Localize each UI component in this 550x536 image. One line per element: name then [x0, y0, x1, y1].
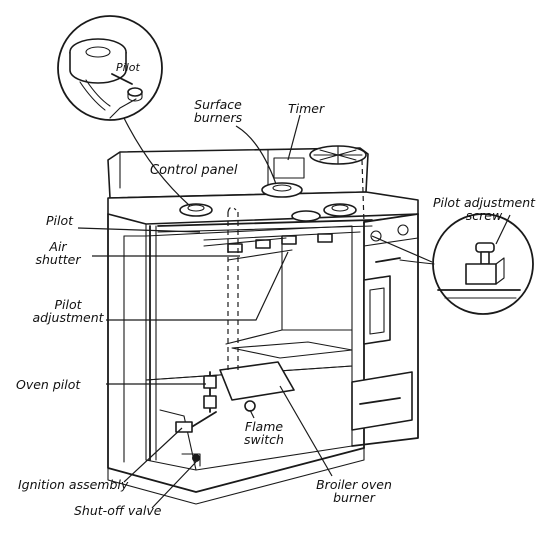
label-shut-off-valve: Shut-off valve	[74, 503, 162, 518]
label-pilot-adjustment-screw: Pilot adjustment screw	[426, 196, 542, 222]
label-pilot-adjustment-line1: Pilot	[54, 297, 82, 312]
label-pilot-adjustment-screw-line1: Pilot adjustment	[432, 195, 536, 210]
label-pilot: Pilot	[46, 213, 74, 228]
gas-manifold	[149, 219, 373, 461]
label-broiler-oven-burner: Broiler oven burner	[302, 478, 406, 504]
pilot-inset-detail	[57, 15, 163, 121]
label-pilot-adjustment-line2: adjustment	[32, 310, 104, 325]
broiler-oven-burner	[175, 361, 295, 467]
label-flame-switch-line1: Flame	[244, 419, 284, 434]
label-air-shutter-line2: shutter	[35, 252, 81, 267]
hidden-lines	[227, 159, 365, 372]
pilot-adjustment-screw-inset	[399, 213, 534, 315]
label-oven-pilot: Oven pilot	[16, 377, 81, 392]
label-surface-burners-line1: Surface	[194, 97, 242, 112]
label-flame-switch-line2: switch	[244, 432, 284, 447]
label-ignition-assembly: Ignition assembly	[18, 477, 129, 492]
label-broiler-oven-burner-line1: Broiler oven	[316, 477, 392, 492]
range-body	[107, 147, 419, 505]
label-surface-burners-line2: burners	[193, 110, 243, 125]
label-surface-burners: Surface burners	[176, 98, 260, 124]
label-flame-switch: Flame switch	[238, 420, 290, 446]
label-pilot-inset: Pilot	[116, 61, 140, 74]
label-air-shutter: Air shutter	[30, 240, 86, 266]
label-pilot-adjustment: Pilot adjustment	[30, 298, 106, 324]
label-air-shutter-line1: Air	[49, 239, 67, 254]
label-control-panel: Control panel	[150, 163, 238, 178]
surface-burners	[179, 145, 367, 222]
label-timer: Timer	[288, 101, 325, 116]
leader-lines	[77, 114, 511, 509]
label-broiler-oven-burner-line2: burner	[333, 490, 375, 505]
label-pilot-adjustment-screw-line2: screw	[465, 208, 503, 223]
